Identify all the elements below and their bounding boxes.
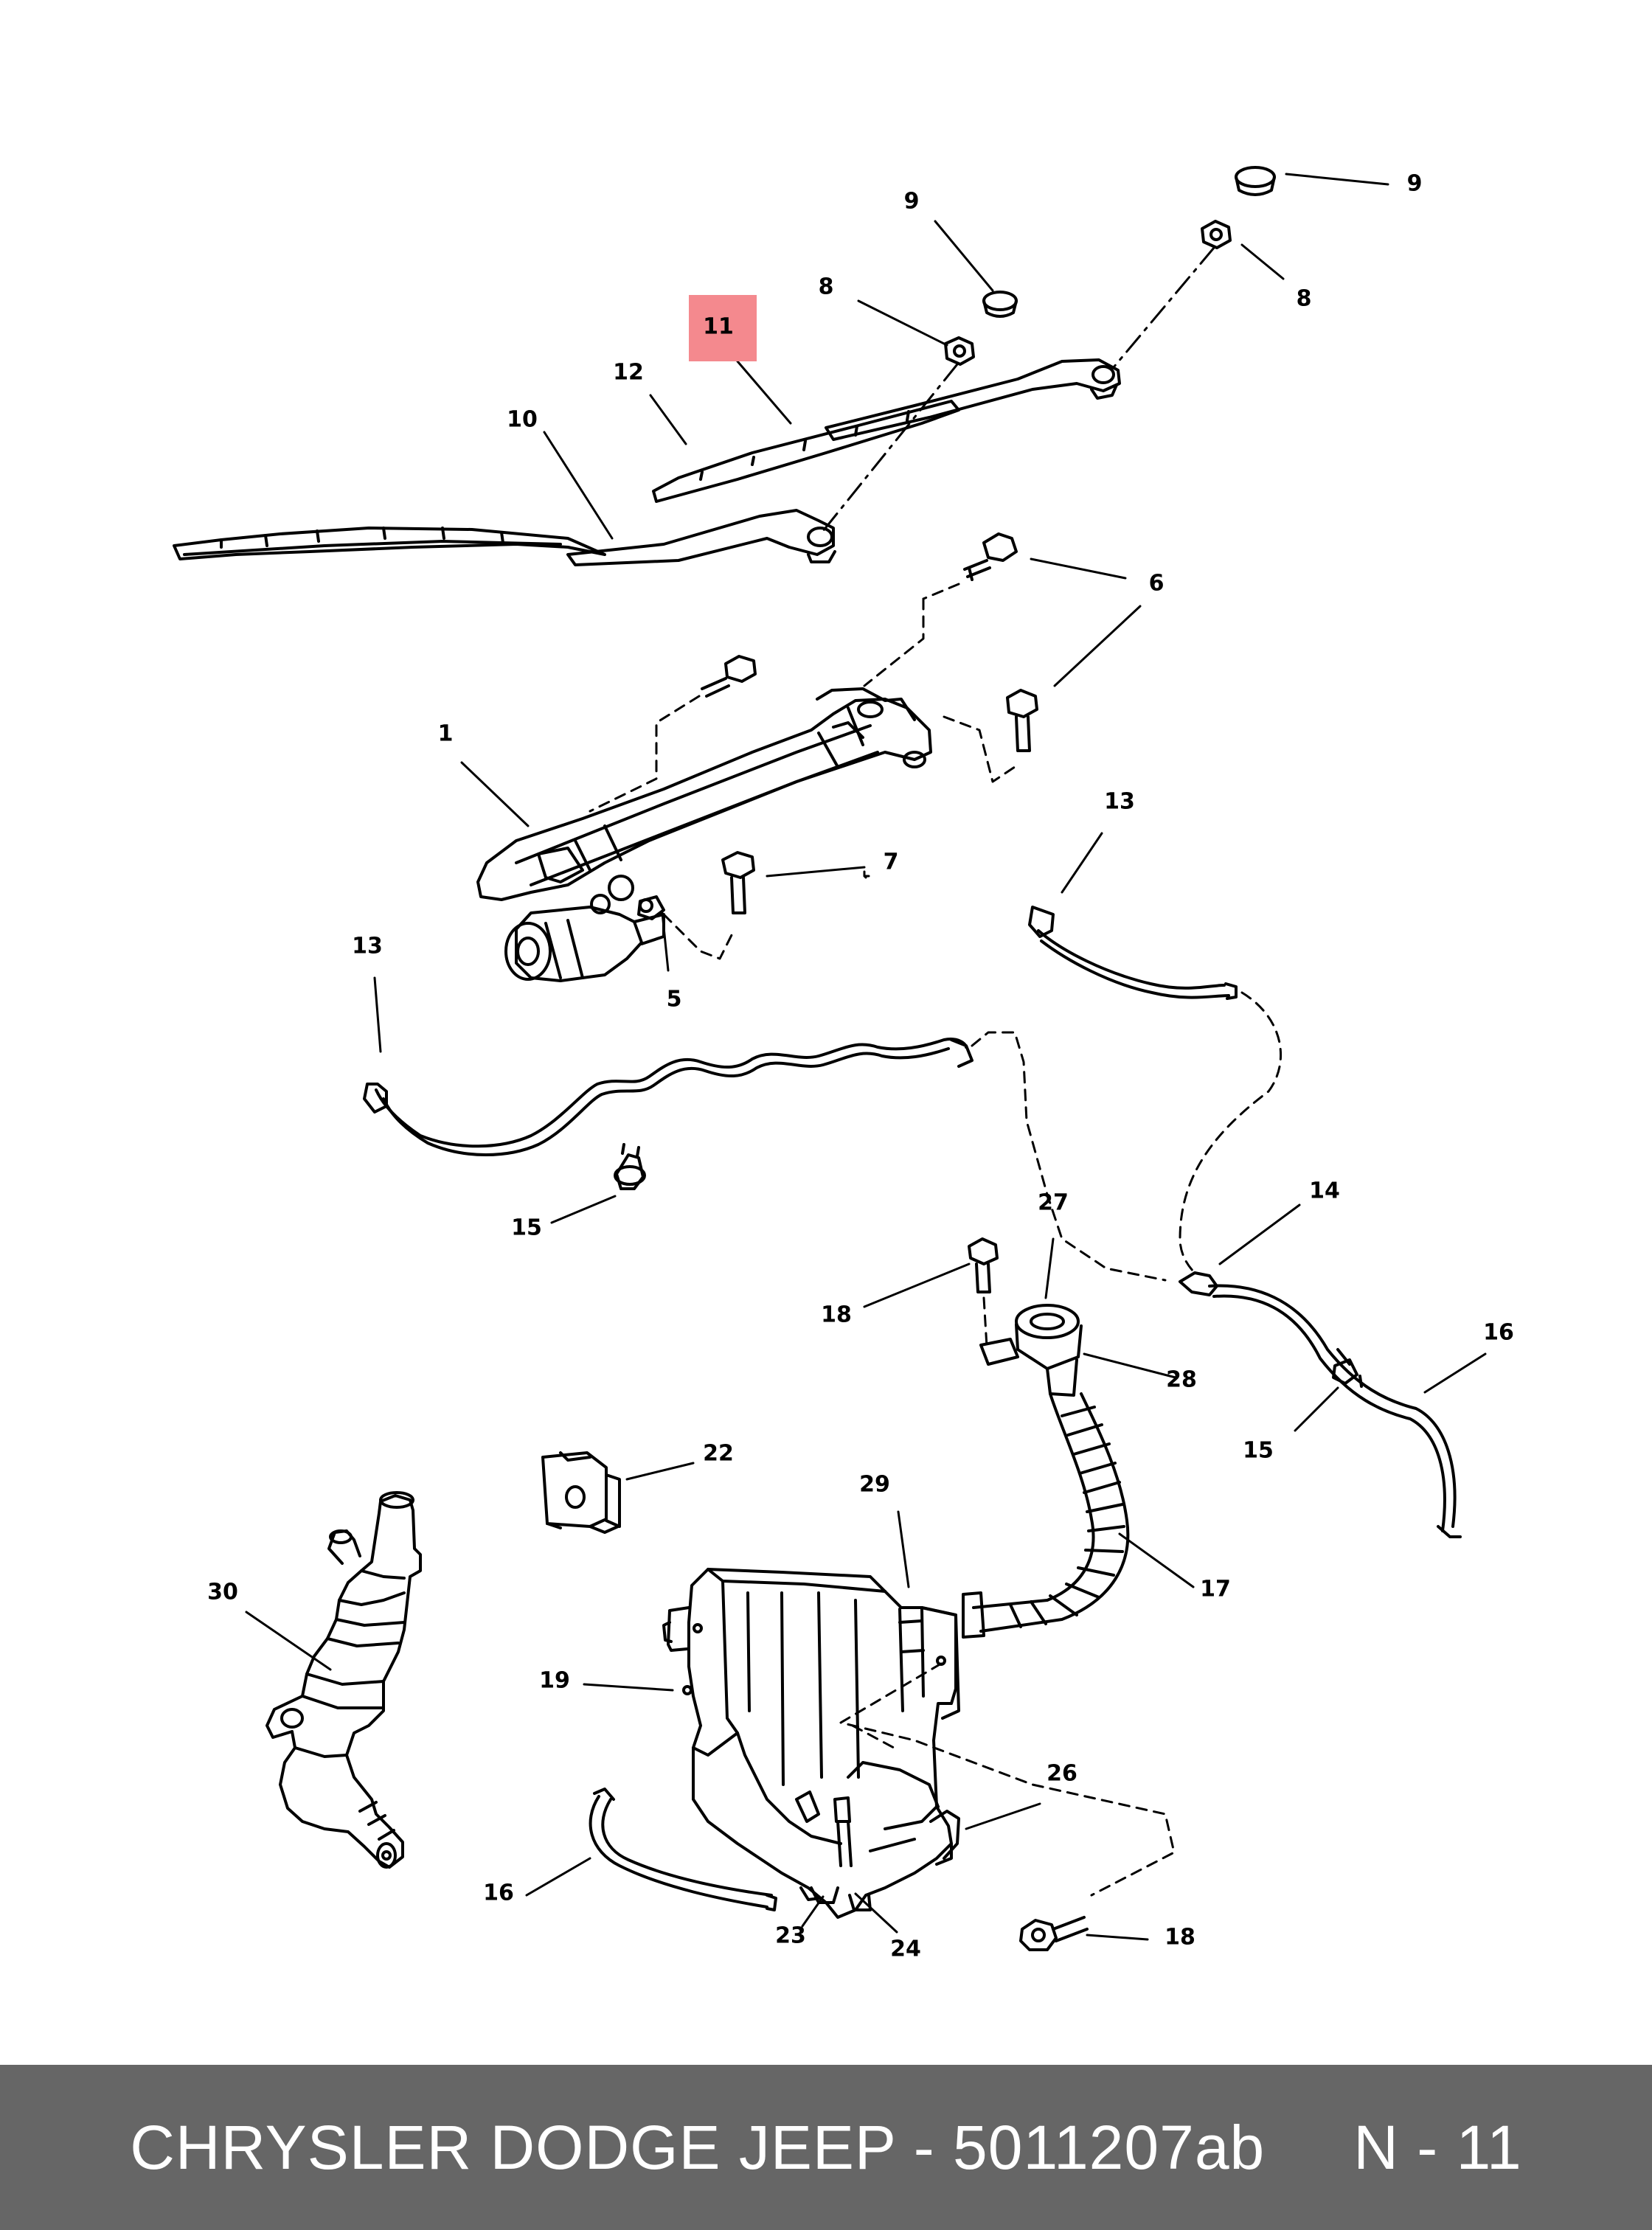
wiper-arm-right xyxy=(825,358,1121,441)
callout-13-left: 13 xyxy=(352,934,383,959)
washer-hose-right-upper xyxy=(1028,906,1238,1000)
bolt-18-top xyxy=(968,1237,999,1293)
callout-9-left: 9 xyxy=(904,189,920,215)
washer-hose-16-right xyxy=(1208,1284,1462,1538)
bolt-18-bottom xyxy=(1019,1916,1089,1951)
cap-9-left xyxy=(982,291,1018,318)
reservoir-alignment-lines xyxy=(839,1662,1176,1897)
clip-15-right xyxy=(1332,1348,1363,1388)
nut-clip-22 xyxy=(541,1451,621,1534)
callout-15-right: 15 xyxy=(1243,1438,1274,1464)
callout-1: 1 xyxy=(438,721,454,747)
alignment-lines-arms xyxy=(822,246,1215,532)
callout-27: 27 xyxy=(1038,1190,1069,1216)
wiper-linkage-assembly xyxy=(476,687,932,982)
callout-16-right: 16 xyxy=(1483,1320,1514,1346)
cap-9-right xyxy=(1235,166,1276,196)
callout-8-left: 8 xyxy=(819,274,834,300)
wiper-arm-left xyxy=(566,509,836,566)
hose-connection-lines xyxy=(971,991,1283,1282)
filler-neck-28 xyxy=(979,1304,1083,1397)
wiper-blade-left xyxy=(173,527,606,560)
washer-hose-left xyxy=(363,1038,974,1156)
nut-8-right xyxy=(1201,220,1232,249)
callout-13-right: 13 xyxy=(1104,789,1135,815)
washer-pump-30 xyxy=(266,1491,422,1869)
footer-bar: CHRYSLER DODGE JEEP - 5011207ab N - 11 xyxy=(0,2065,1652,2230)
callout-22: 22 xyxy=(703,1441,734,1467)
callout-14: 14 xyxy=(1309,1178,1340,1204)
filler-hose-17 xyxy=(962,1392,1130,1639)
callout-10: 10 xyxy=(507,407,538,433)
bolt-6-right xyxy=(1006,689,1038,752)
washer-reservoir xyxy=(662,1568,960,1919)
callout-8-right: 8 xyxy=(1297,286,1312,312)
exploded-parts-diagram: 9 8 9 8 11 12 10 6 1 7 5 13 13 14 15 27 … xyxy=(173,166,1514,1962)
callout-16-left: 16 xyxy=(483,1880,514,1906)
callout-11: 11 xyxy=(703,314,734,340)
callout-15-left: 15 xyxy=(511,1215,542,1241)
callout-12: 12 xyxy=(613,360,644,386)
callout-18-top: 18 xyxy=(821,1302,852,1328)
hose-connector-14 xyxy=(1179,1271,1218,1296)
callout-24: 24 xyxy=(890,1937,921,1962)
callout-18-bottom: 18 xyxy=(1165,1925,1195,1951)
callout-6: 6 xyxy=(1149,571,1165,597)
nut-8-left xyxy=(944,336,975,366)
clip-5 xyxy=(637,895,665,920)
part-number-text: CHRYSLER DODGE JEEP - 5011207ab xyxy=(130,2112,1266,2182)
highlight-callout-11 xyxy=(689,295,757,361)
callout-19: 19 xyxy=(539,1668,570,1694)
washer-hose-16-left xyxy=(589,1788,777,1911)
callout-17: 17 xyxy=(1200,1577,1231,1602)
bolt-7 xyxy=(721,851,755,914)
callout-23: 23 xyxy=(775,1923,806,1949)
callout-7: 7 xyxy=(884,850,899,875)
callout-5: 5 xyxy=(667,987,682,1012)
callout-29: 29 xyxy=(859,1472,890,1498)
callout-26: 26 xyxy=(1047,1761,1077,1787)
page-code-text: N - 11 xyxy=(1353,2112,1522,2182)
callout-30: 30 xyxy=(207,1580,238,1605)
bolt-motor-mount xyxy=(701,655,757,698)
bolt-alignment-lines xyxy=(589,583,1016,960)
bolt-6-top xyxy=(963,532,1018,581)
callout-28: 28 xyxy=(1166,1367,1197,1393)
clip-15-left xyxy=(614,1143,646,1190)
wiper-blade-right xyxy=(652,400,960,503)
callout-labels: 9 8 9 8 11 12 10 6 1 7 5 13 13 14 15 27 … xyxy=(207,171,1514,1962)
bolt-18-top-alignment xyxy=(982,1296,988,1348)
callout-leaders xyxy=(245,173,1487,1941)
callout-9-right: 9 xyxy=(1407,171,1423,197)
